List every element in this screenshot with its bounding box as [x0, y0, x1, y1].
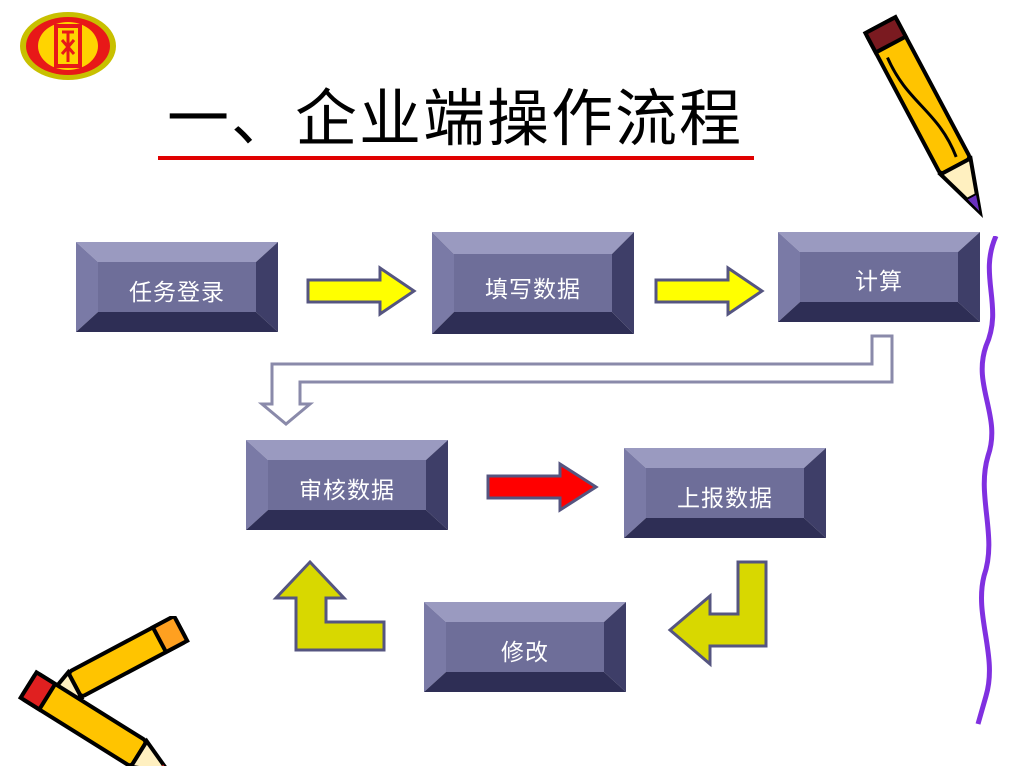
pencils-icon	[17, 616, 190, 766]
step-report-box[interactable]: 上报数据	[624, 448, 826, 538]
step-review-label: 审核数据	[299, 478, 395, 504]
step-login-label: 任务登录	[129, 280, 225, 306]
squiggle-line	[975, 236, 999, 725]
return-arrow-icon	[257, 334, 894, 426]
step-modify-label: 修改	[501, 640, 549, 666]
step-modify-box[interactable]: 修改	[424, 602, 626, 692]
step-fill-box[interactable]: 填写数据	[432, 232, 634, 334]
step-calc-box[interactable]: 计算	[778, 232, 980, 322]
tax-emblem-icon	[20, 12, 116, 80]
pencil-icon	[862, 14, 983, 218]
step-calc-label: 计算	[855, 269, 903, 295]
step-login-box[interactable]: 任务登录	[76, 242, 278, 332]
arrow-right-icon	[654, 265, 765, 317]
step-report-label: 上报数据	[677, 486, 773, 512]
arrow-right-red-icon	[486, 461, 599, 513]
step-review-box[interactable]: 审核数据	[246, 440, 448, 530]
step-fill-label: 填写数据	[485, 277, 581, 303]
arrow-up-icon	[272, 559, 386, 652]
arrow-down-left-icon	[667, 560, 768, 668]
arrow-right-icon	[306, 265, 417, 317]
page-title: 一、企业端操作流程	[166, 82, 743, 155]
title-underline	[158, 156, 754, 160]
